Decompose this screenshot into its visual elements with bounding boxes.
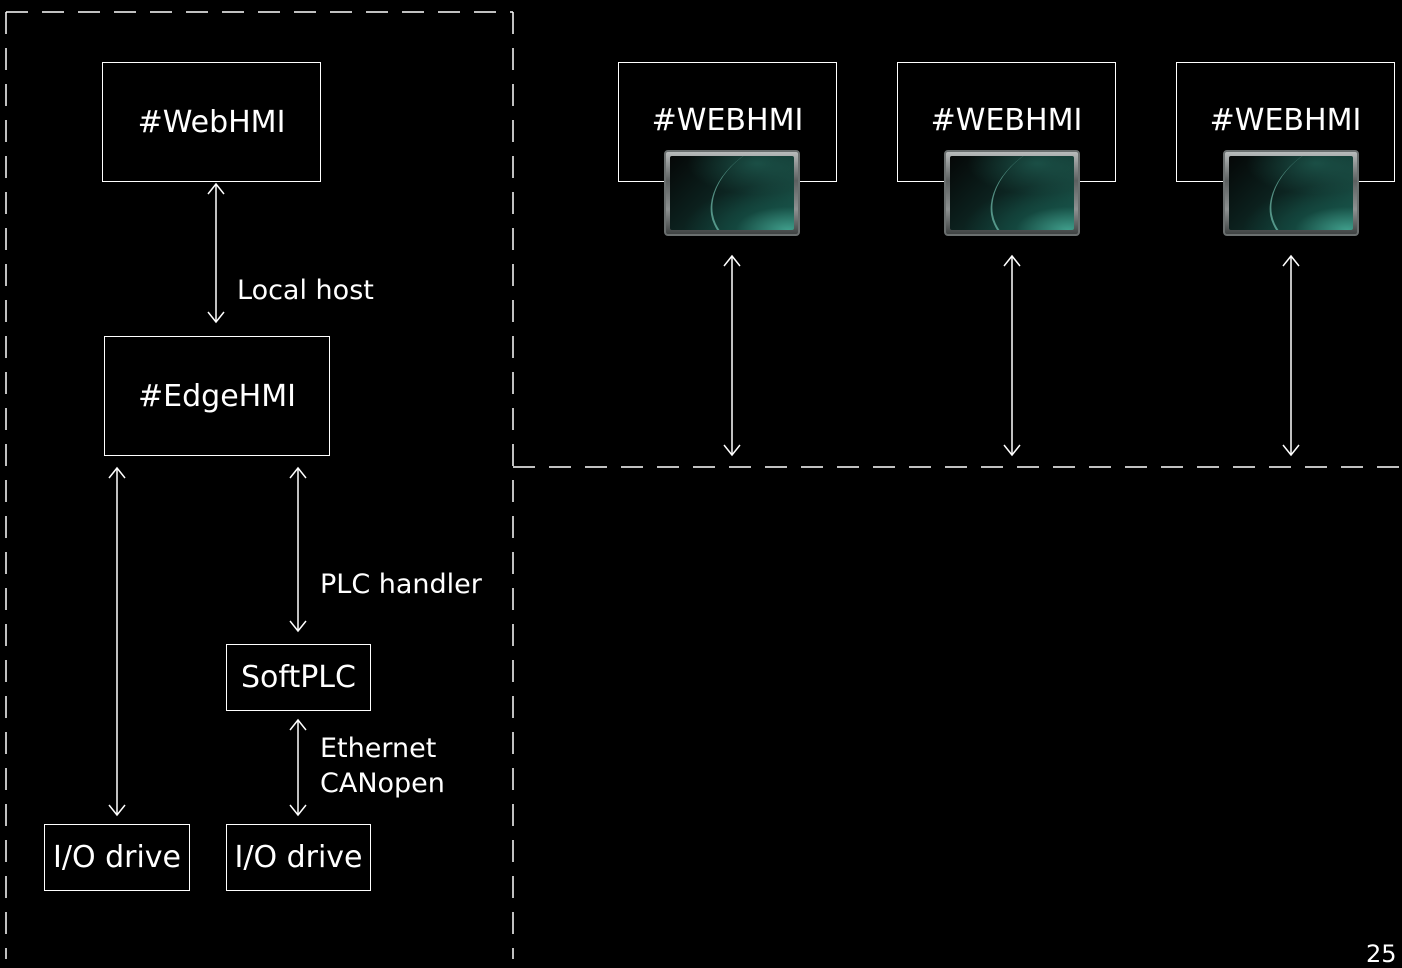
webhmi-box: #WebHMI — [102, 62, 321, 182]
edgehmi-io-drive-arrow — [108, 466, 126, 817]
hmi-panel-icon — [944, 150, 1080, 236]
webhmi-client-box-1: #WEBHMI — [618, 62, 837, 182]
hmi-panel-icon — [1223, 150, 1359, 236]
local-host-label: Local host — [237, 275, 374, 306]
edgehmi-softplc-arrow — [289, 466, 307, 633]
client-1-arrow — [723, 254, 741, 457]
page-number: 25 — [1366, 940, 1397, 968]
webhmi-client-box-3: #WEBHMI — [1176, 62, 1395, 182]
client-2-arrow — [1003, 254, 1021, 457]
edgehmi-box: #EdgeHMI — [104, 336, 330, 456]
client-3-arrow — [1282, 254, 1300, 457]
io-drive-box-right: I/O drive — [226, 824, 371, 891]
webhmi-edgehmi-arrow — [207, 182, 225, 324]
plc-handler-label: PLC handler — [320, 569, 482, 600]
hmi-panel-icon — [664, 150, 800, 236]
softplc-io-drive-arrow — [289, 718, 307, 817]
softplc-box: SoftPLC — [226, 644, 371, 711]
io-drive-box-left: I/O drive — [44, 824, 190, 891]
fieldbus-label-canopen: CANopen — [320, 768, 445, 799]
fieldbus-label-ethernet: Ethernet — [320, 733, 437, 764]
